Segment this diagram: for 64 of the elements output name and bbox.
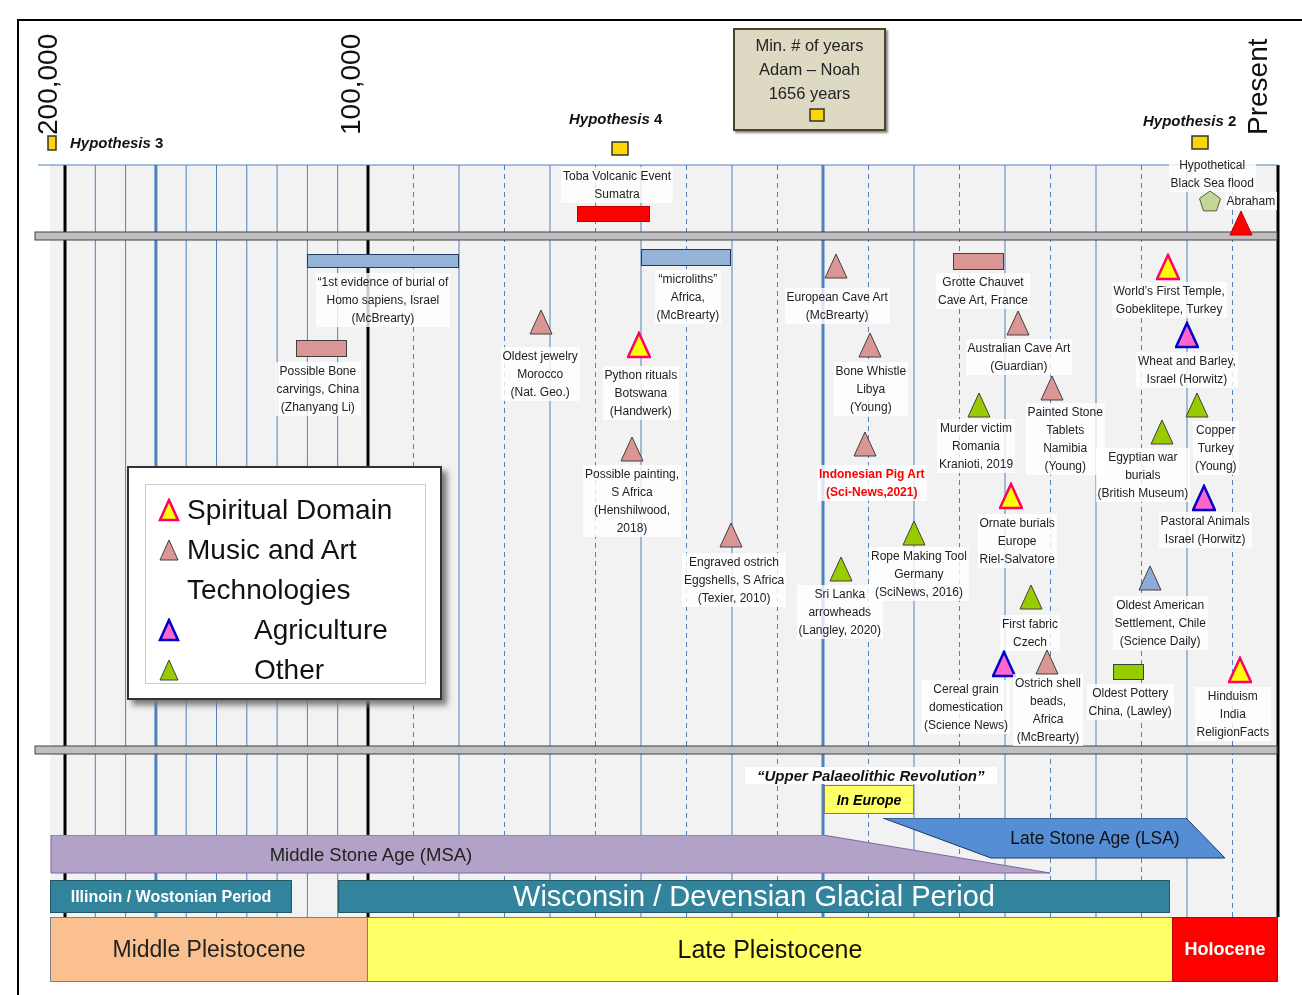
event-label: Ostrich shell beads, Africa (McBrearty): [1013, 674, 1084, 746]
axis-label: 200,000: [34, 33, 62, 135]
event-label: Australian Cave Art (Guardian): [965, 339, 1073, 375]
event-label: Egyptian war burials (British Museum): [1095, 448, 1191, 502]
bar-marker: [1113, 664, 1144, 680]
bar-marker: [577, 206, 650, 222]
glacial-period-band: [50, 880, 292, 913]
event-label: Possible Bone carvings, China (Zhanyang Li): [274, 362, 362, 416]
event-label: Grotte Chauvet Cave Art, France: [936, 273, 1031, 309]
band-label: Late Pleistocene: [677, 935, 863, 964]
event-label: Rope Making Tool Germany (SciNews, 2016): [869, 547, 969, 601]
event-label: Bone Whistle Libya (Young): [833, 362, 909, 416]
epoch-band: [367, 917, 1173, 982]
band-label: Middle Stone Age (MSA): [269, 843, 473, 866]
band-label: Late Stone Age (LSA): [1010, 828, 1180, 849]
event-label: Oldest Pottery China, (Lawley): [1086, 684, 1174, 720]
event-label: Possible painting, S Africa (Henshilwood, 2018): [583, 465, 682, 537]
bar-marker: [953, 253, 1004, 270]
band-label: Wisconsin / Devensian Glacial Period: [513, 880, 995, 913]
legend-label: Other: [254, 654, 325, 686]
event-label: Python rituals Botswana (Handwerk): [602, 366, 680, 420]
legend-label: Agriculture: [254, 614, 388, 646]
info-box: [733, 28, 886, 131]
event-label: Engraved ostrich Eggshells, S Africa (Texier, 2010): [682, 553, 787, 607]
axis-label: Present: [1244, 38, 1272, 135]
event-label: “microliths” Africa, (McBrearty): [654, 270, 722, 324]
bar-marker: [641, 249, 731, 266]
age-band: [883, 818, 1227, 859]
event-label: Indonesian Pig Art (Sci-News,2021): [817, 465, 927, 501]
legend-label: Music and Art: [187, 534, 357, 566]
event-label: Painted Stone Tablets Namibia (Young): [1025, 403, 1105, 475]
event-label: First fabric Czech: [1000, 615, 1060, 651]
band-label: Illinoin / Wostonian Period: [70, 887, 272, 906]
event-label: Toba Volcanic Event Sumatra: [561, 167, 674, 203]
event-label: Wheat and Barley, Israel (Horwitz): [1136, 352, 1238, 388]
event-label: European Cave Art (McBrearty): [784, 288, 890, 324]
bar-marker: [296, 340, 347, 357]
band-label: Middle Pleistocene: [112, 936, 306, 963]
info-text: Min. # of years Adam – Noah 1656 years: [755, 35, 864, 104]
event-label: Pastoral Animals Israel (Horwitz): [1158, 512, 1252, 548]
event-label: Abraham: [1224, 192, 1278, 210]
bar-marker: [307, 254, 459, 268]
note-box: [824, 785, 914, 814]
legend-label: Spiritual Domain: [187, 494, 393, 526]
note-label: “Upper Palaeolithic Revolution”: [745, 767, 997, 784]
hypothesis-label: Hypothesis 3: [70, 134, 164, 151]
event-label: Cereal grain domestication (Science News): [922, 680, 1011, 734]
epoch-band: [1172, 917, 1278, 982]
hypothesis-label: Hypothesis 4: [569, 110, 663, 127]
axis-label: 100,000: [337, 33, 365, 135]
event-label: Oldest American Settlement, Chile (Science Daily): [1112, 596, 1208, 650]
band-label: Holocene: [1184, 939, 1266, 960]
glacial-period-band: [338, 880, 1170, 913]
event-label: World’s First Temple, Gobeklitepe, Turkey: [1111, 282, 1227, 318]
legend-label: Technologies: [187, 574, 351, 606]
event-label: Hinduism India ReligionFacts: [1194, 687, 1272, 741]
event-label: Oldest jewelry Morocco (Nat. Geo.): [500, 347, 580, 401]
event-label: “1st evidence of burial of Homo sapiens, Israel (McBrearty): [315, 273, 451, 327]
epoch-band: [50, 917, 368, 982]
event-label: Murder victim Romania Kranioti, 2019: [937, 419, 1016, 473]
hypothesis-label: Hypothesis 2: [1143, 112, 1237, 129]
event-label: Copper Turkey (Young): [1193, 421, 1239, 475]
event-label: Ornate burials Europe Riel-Salvatore: [977, 514, 1057, 568]
band-label: In Europe: [836, 791, 902, 808]
